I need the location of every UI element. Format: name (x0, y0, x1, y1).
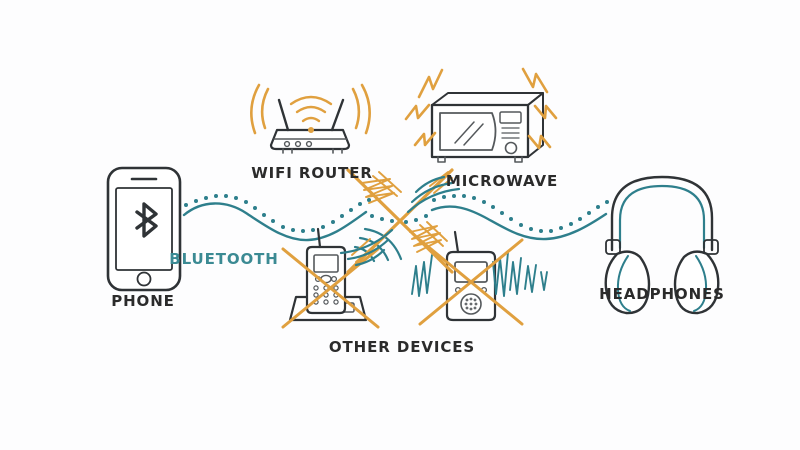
cordless-phone-crossed-out-icon (281, 247, 380, 329)
microwave-keypad (501, 127, 520, 139)
label-microwave: MICROWAVE (445, 172, 559, 190)
over-ear-headphones-icon (604, 175, 720, 315)
label-bluetooth: BLUETOOTH (169, 250, 279, 268)
microwave-interference-bolts-icon (404, 67, 558, 150)
interference-arcs-icon (339, 175, 461, 267)
baby-monitor-speaker-holes (464, 297, 478, 311)
bluetooth-glyph-icon (135, 202, 158, 238)
bluetooth-wave-left (182, 194, 371, 242)
label-wifi-router: WIFI ROUTER (251, 164, 373, 182)
label-phone: PHONE (111, 292, 175, 310)
cordless-phone-icon (281, 227, 403, 329)
baby-monitor-icon (411, 230, 548, 326)
smartphone-icon (106, 166, 182, 292)
bluetooth-dotted-wave-right (432, 194, 609, 233)
microwave-oven-icon (404, 67, 558, 163)
interference-zone (339, 168, 461, 274)
wifi-router-icon (250, 83, 371, 154)
interference-dots (370, 214, 428, 224)
baby-monitor-signal-scribbles-icon (411, 251, 548, 297)
microwave-glass-shine (454, 121, 484, 146)
bluetooth-dotted-wave-left (184, 194, 371, 233)
baby-monitor-crossed-out-icon (418, 238, 524, 326)
bluetooth-wave-right (430, 194, 609, 241)
wifi-signal-arcs-icon (250, 83, 371, 135)
label-other-devices: OTHER DEVICES (328, 338, 476, 356)
label-headphones: HEADPHONES (599, 285, 725, 303)
